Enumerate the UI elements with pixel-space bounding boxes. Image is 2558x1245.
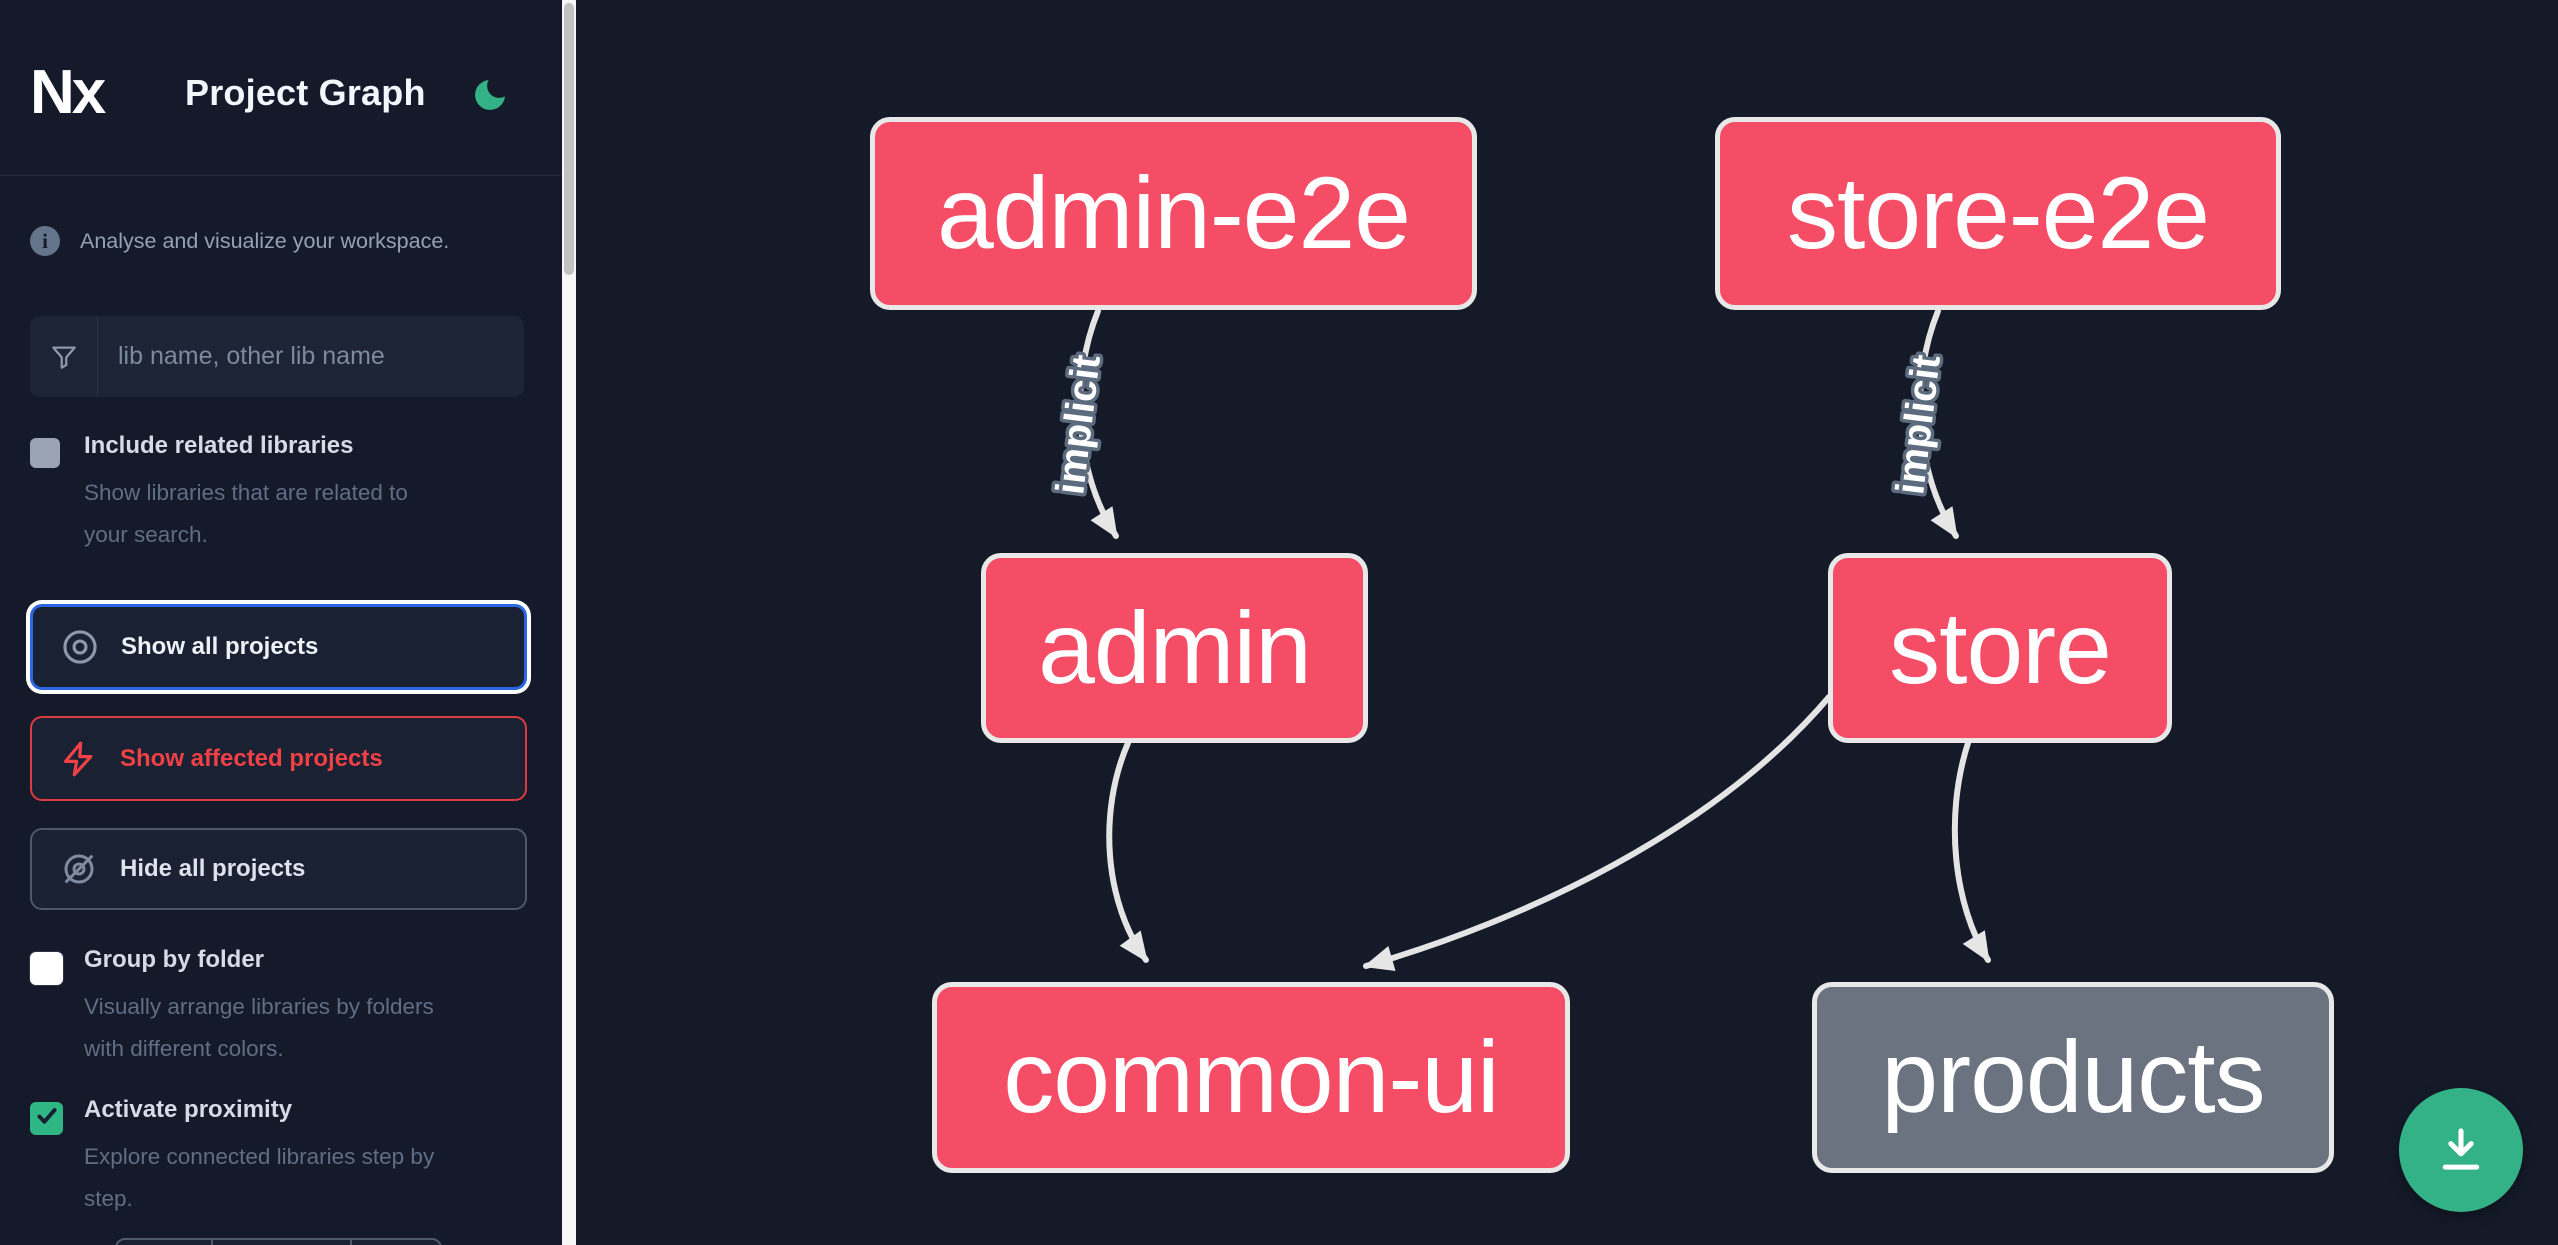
check-icon bbox=[34, 1103, 60, 1134]
group-by-folder-label: Group by folder bbox=[84, 946, 264, 973]
nx-logo: Nx bbox=[30, 58, 106, 127]
download-icon bbox=[2432, 1120, 2490, 1181]
group-by-folder-description: Visually arrange libraries by folders wi… bbox=[84, 994, 434, 1061]
show-affected-projects-label: Show affected projects bbox=[120, 744, 383, 772]
proximity-depth-control bbox=[115, 1238, 442, 1245]
activate-proximity-checkbox[interactable] bbox=[30, 1102, 63, 1135]
proximity-increment-button[interactable] bbox=[350, 1240, 440, 1245]
eye-off-icon bbox=[58, 848, 100, 890]
group-by-folder-option: Group by folder Visually arrange librari… bbox=[30, 946, 530, 1070]
proximity-depth-value bbox=[211, 1240, 350, 1245]
hide-all-projects-button[interactable]: Hide all projects bbox=[30, 828, 527, 910]
show-all-projects-label: Show all projects bbox=[121, 633, 319, 660]
node-common-ui[interactable]: common-ui bbox=[932, 982, 1570, 1173]
show-all-projects-button[interactable]: Show all projects bbox=[30, 604, 527, 690]
include-related-checkbox[interactable] bbox=[30, 438, 60, 468]
node-store-e2e[interactable]: store-e2e bbox=[1715, 117, 2281, 310]
activate-proximity-option: Activate proximity Explore connected lib… bbox=[30, 1096, 530, 1220]
info-icon: i bbox=[30, 226, 60, 256]
activate-proximity-description: Explore connected libraries step by step… bbox=[84, 1144, 435, 1211]
scrollbar-thumb[interactable] bbox=[564, 3, 574, 275]
edge-label-implicit: implicit bbox=[1888, 353, 1949, 497]
include-related-option: Include related libraries Show libraries… bbox=[30, 432, 530, 556]
proximity-decrement-button[interactable] bbox=[117, 1240, 211, 1245]
include-related-label: Include related libraries bbox=[84, 432, 354, 459]
tagline: Analyse and visualize your workspace. bbox=[80, 229, 450, 253]
graph-canvas[interactable]: implicit implicit admin-e2e store-e2e ad… bbox=[576, 0, 2558, 1245]
edge-store-e2e-to-store bbox=[1917, 308, 1959, 539]
group-by-folder-checkbox[interactable] bbox=[30, 952, 63, 985]
activate-proximity-label: Activate proximity bbox=[84, 1096, 293, 1123]
include-related-description: Show libraries that are related to your … bbox=[84, 480, 408, 547]
show-affected-projects-button[interactable]: Show affected projects bbox=[30, 716, 527, 801]
moon-icon bbox=[470, 79, 510, 118]
edge-label-implicit: implicit bbox=[1048, 353, 1109, 497]
sidebar-header: Nx Project Graph bbox=[0, 0, 562, 176]
search-input[interactable] bbox=[98, 316, 524, 397]
edge-store-to-products bbox=[1951, 740, 1991, 963]
funnel-icon bbox=[30, 316, 98, 397]
download-graph-button[interactable] bbox=[2399, 1088, 2523, 1212]
bolt-icon bbox=[58, 738, 100, 780]
node-admin-e2e[interactable]: admin-e2e bbox=[870, 117, 1477, 310]
search-box bbox=[30, 316, 524, 397]
edge-admin-e2e-to-admin bbox=[1077, 308, 1119, 539]
eye-icon bbox=[59, 626, 101, 668]
node-products[interactable]: products bbox=[1812, 982, 2334, 1173]
edge-store-to-common-ui bbox=[1363, 694, 1832, 972]
node-admin[interactable]: admin bbox=[981, 553, 1368, 743]
sidebar-scrollbar[interactable] bbox=[562, 0, 576, 1245]
node-store[interactable]: store bbox=[1828, 553, 2172, 743]
hide-all-projects-label: Hide all projects bbox=[120, 855, 306, 882]
edge-admin-to-common-ui bbox=[1106, 740, 1149, 963]
sidebar: Nx Project Graph i Analyse and visualize… bbox=[0, 0, 562, 1245]
page-title: Project Graph bbox=[185, 72, 426, 113]
theme-toggle-button[interactable] bbox=[468, 74, 512, 118]
graph-edges: implicit implicit bbox=[1045, 308, 1991, 972]
workspace-info-row: i Analyse and visualize your workspace. bbox=[30, 226, 530, 256]
